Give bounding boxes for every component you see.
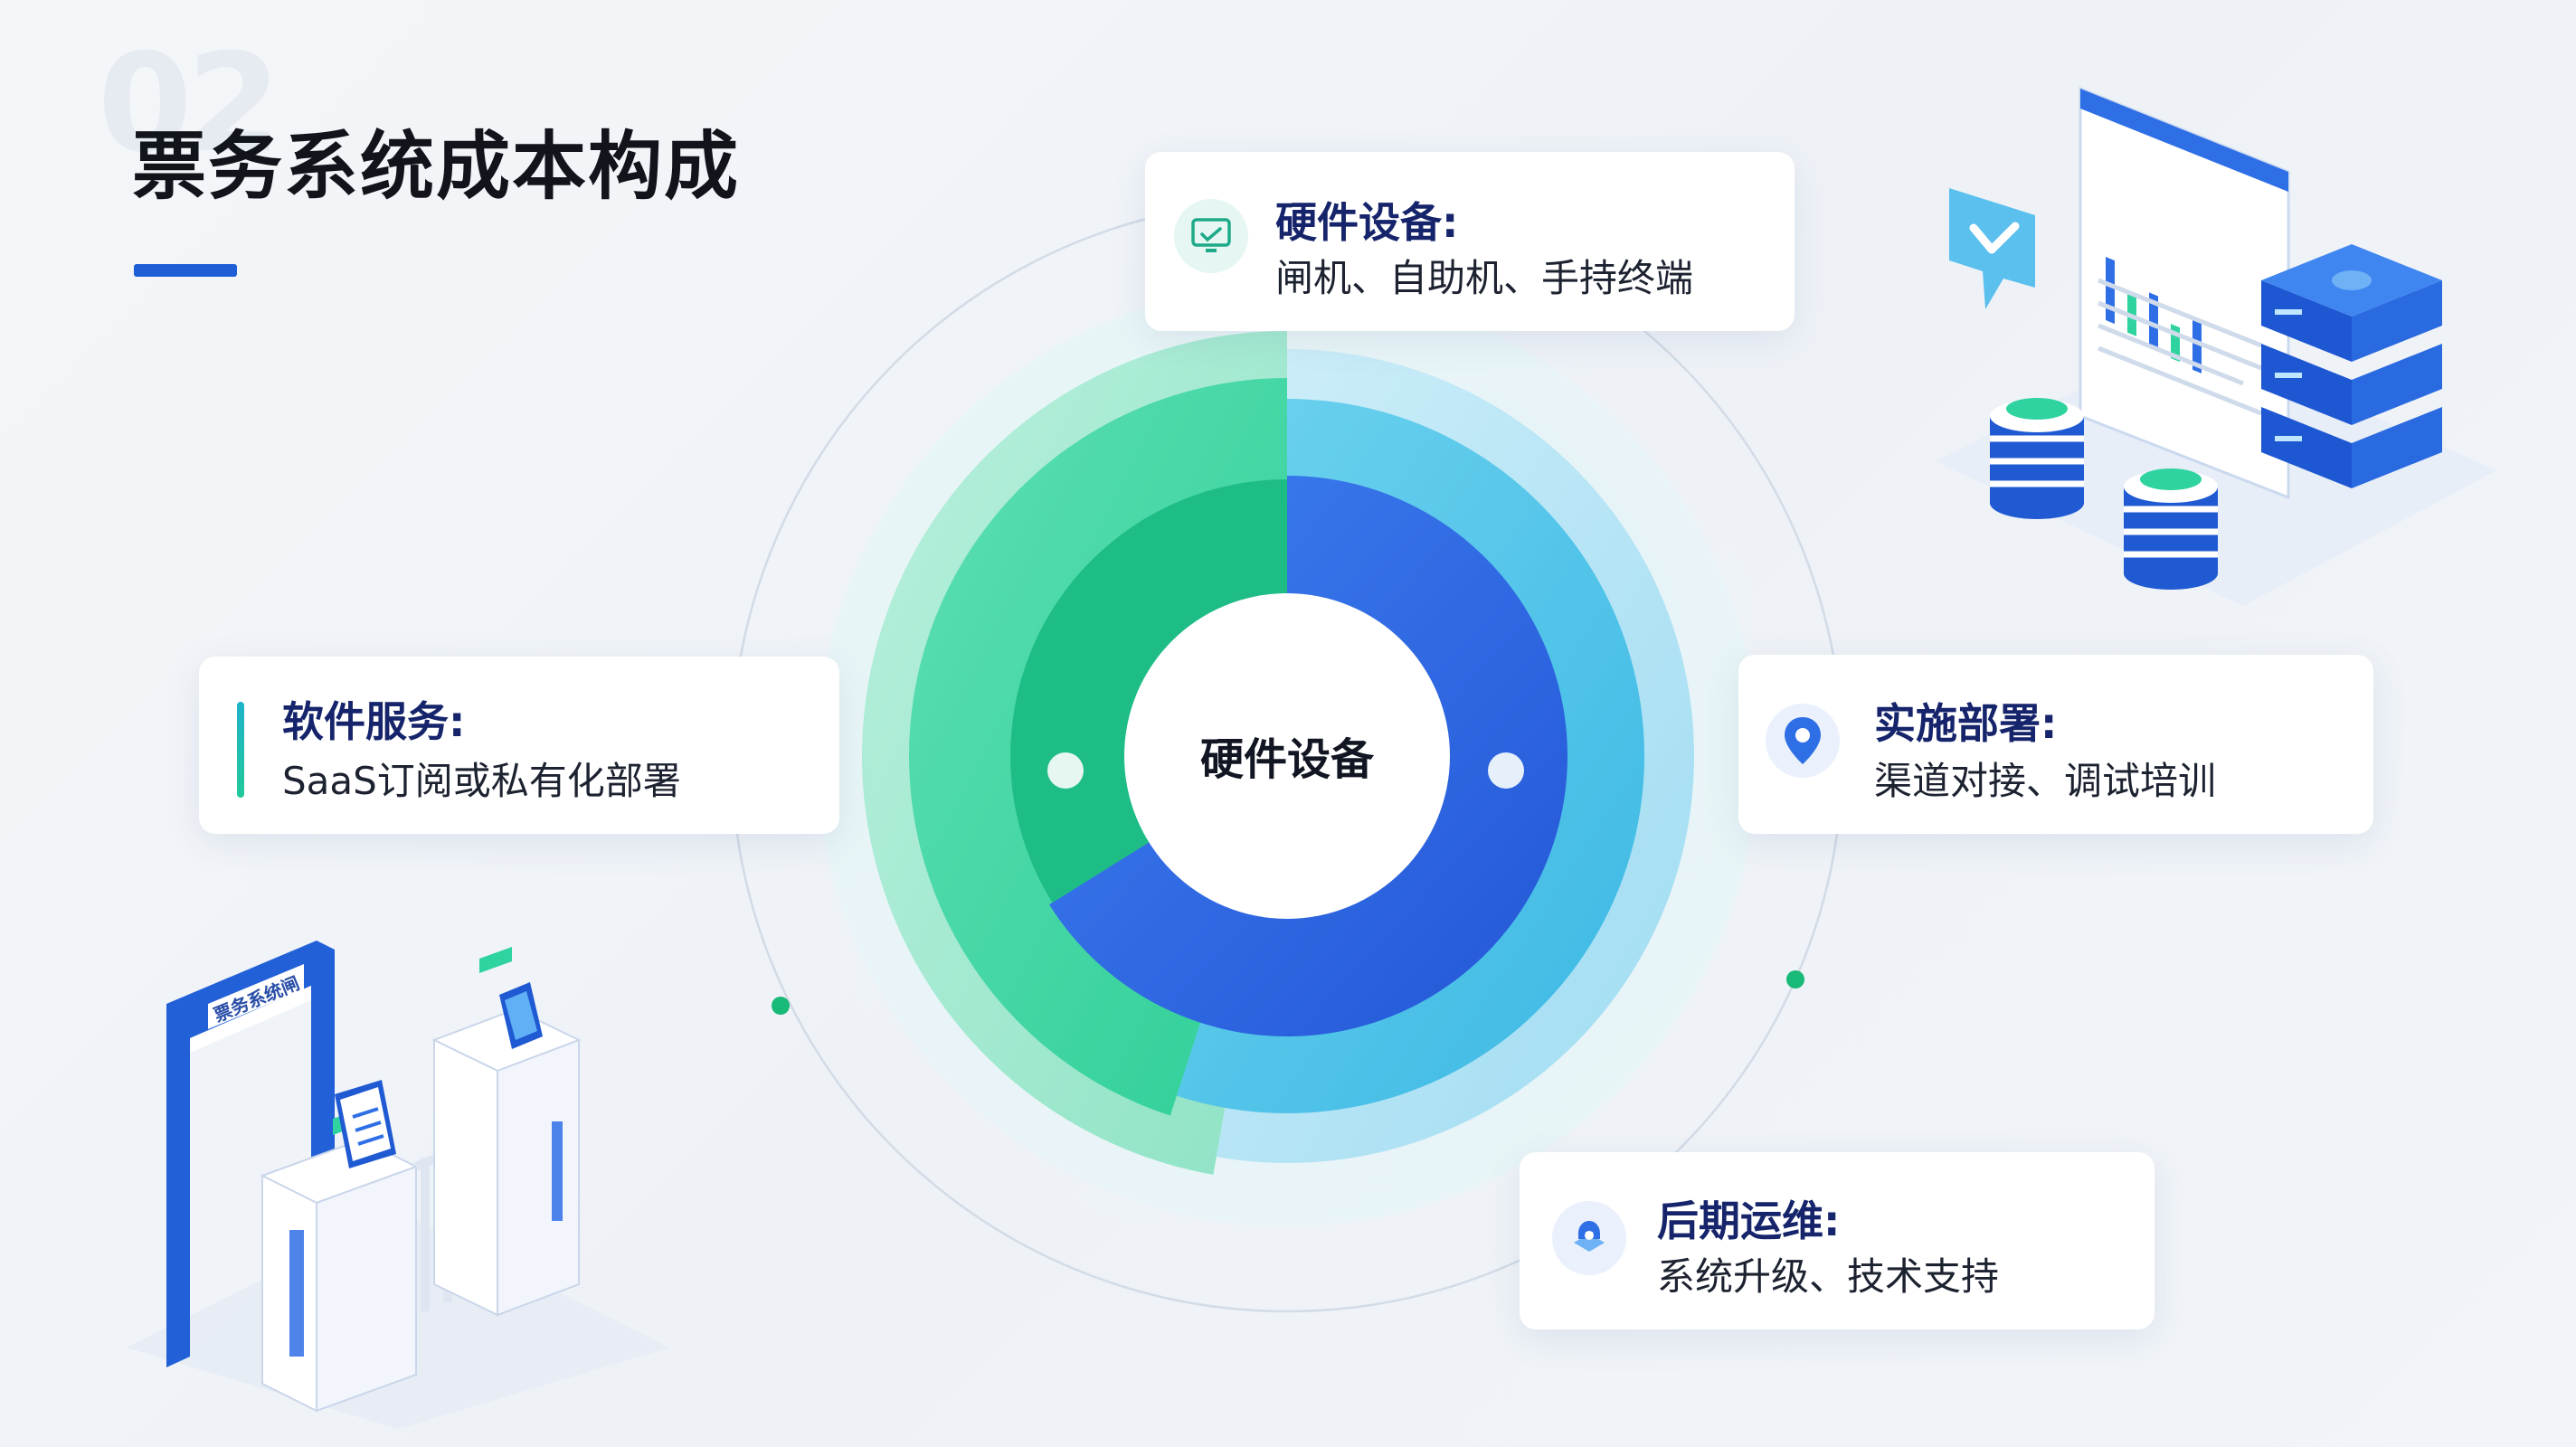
segment-deploy-middle [1176,399,1644,1113]
orbit-dot-left [772,997,790,1015]
card-description: 闸机、自助机、手持终端 [1275,256,1694,300]
database-icon [1990,398,2084,519]
monitor-icon [1174,199,1248,273]
card-hardware: 硬件设备: 闸机、自助机、手持终端 [1145,152,1795,331]
page-title: 票务系统成本构成 [132,124,741,210]
tablet-icon [335,1080,396,1168]
card-description: 系统升级、技术支持 [1657,1254,2000,1299]
segment-hardware [1049,476,1567,1037]
card-software: 软件服务: SaaS订阅或私有化部署 [199,657,839,834]
card-description: 渠道对接、调试培训 [1874,759,2217,803]
card-deploy: 实施部署: 渠道对接、调试培训 [1738,655,2373,834]
accent-bar [237,702,244,798]
orbit-dot-right [1786,970,1804,988]
card-heading: 硬件设备: [1275,198,1459,247]
diagram-center-label: 硬件设备 [1199,734,1374,785]
dashboard-panel [2079,86,2290,500]
server-stack [2261,244,2442,488]
title-underline [134,264,237,277]
card-heading: 后期运维: [1657,1196,1841,1245]
section-number-watermark: 02 [98,25,281,183]
turnstile-right [431,946,582,1317]
segment-software-outer [862,331,1287,1175]
location-pin-icon [1766,704,1840,778]
ticket-gate-illustration: 票务系统闸 [127,941,669,1429]
segment-software-middle [909,378,1287,1116]
marker-dot-left [1047,752,1084,789]
checkmark-bubble-icon [1949,188,2035,309]
database-icon [2124,468,2218,590]
gate-arch [166,941,335,1367]
card-description: SaaS订阅或私有化部署 [282,759,681,803]
card-ops: 后期运维: 系统升级、技术支持 [1520,1152,2155,1329]
center-disc [1124,593,1450,919]
card-heading: 软件服务: [282,697,466,746]
marker-dot-right [1488,752,1524,789]
support-icon [1552,1201,1626,1275]
server-dashboard-illustration [1936,86,2496,606]
card-heading: 实施部署: [1874,699,2058,748]
turnstile-left [260,1105,419,1413]
